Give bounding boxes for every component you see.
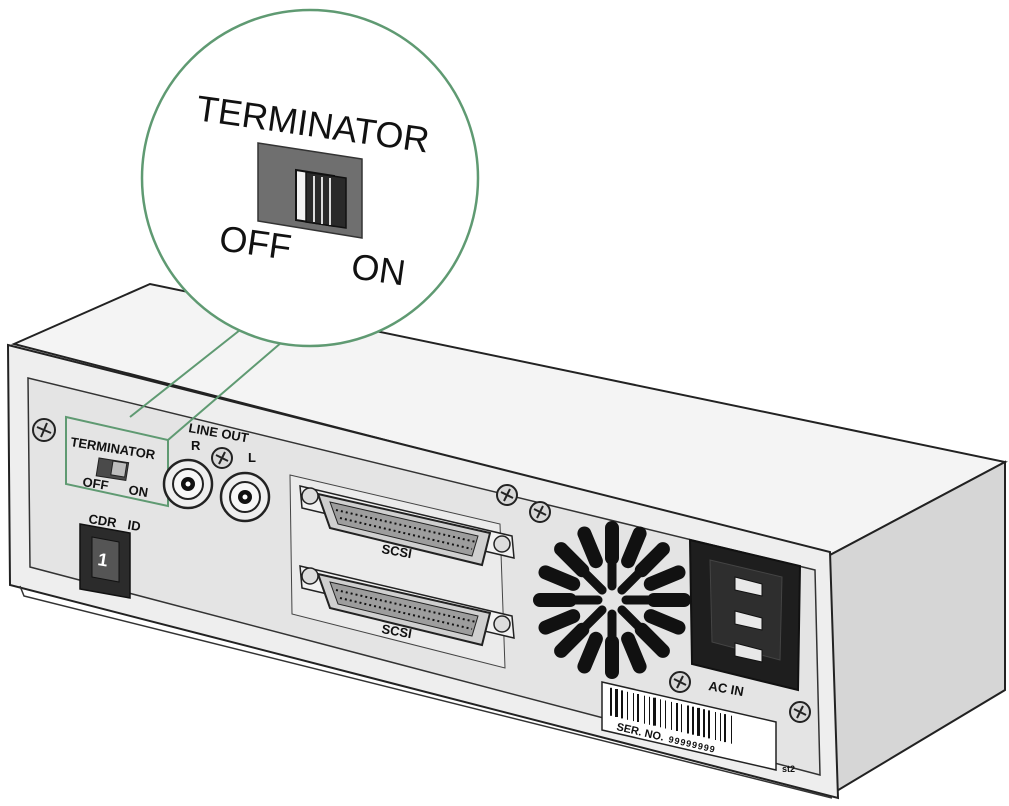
barcode-bar xyxy=(633,693,634,722)
scsi-upper-label: SCSI xyxy=(380,541,412,561)
rca-jack-right[interactable] xyxy=(162,458,214,510)
barcode-bar xyxy=(676,703,678,731)
fan-vent-slot xyxy=(617,570,642,595)
cdr-label: CDR xyxy=(88,511,119,530)
barcode-bar xyxy=(697,707,700,736)
barcode-bar xyxy=(649,696,650,725)
id-switch-window[interactable] xyxy=(91,536,120,583)
fan-vent-slot xyxy=(577,526,603,569)
scsi-connector-upper[interactable] xyxy=(299,485,515,567)
barcode-bar xyxy=(644,695,645,724)
fan-vent-slot xyxy=(643,609,686,635)
fan-vent-slot xyxy=(582,605,607,630)
screw-icon xyxy=(496,484,518,506)
barcode-bar xyxy=(724,714,726,743)
line-out-group: LINE OUT R L xyxy=(162,420,271,523)
fan-vent-slot xyxy=(554,542,590,578)
callout-on-label: ON xyxy=(349,245,408,293)
fan-vent xyxy=(533,521,691,679)
fan-vent-slot xyxy=(617,605,642,630)
screw-icon xyxy=(789,701,811,723)
callout-off-label: OFF xyxy=(217,217,294,268)
screw-icon xyxy=(529,501,551,523)
barcode-bar xyxy=(708,710,710,739)
line-out-right-label: R xyxy=(191,438,201,453)
fan-vent-slot xyxy=(582,570,607,595)
fan-vent-slot xyxy=(634,622,670,658)
barcode-bar xyxy=(660,699,661,728)
terminator-off-label: OFF xyxy=(82,474,110,493)
barcode-bar xyxy=(627,691,628,720)
fan-vent-slot xyxy=(643,565,686,591)
chassis-bottom-lip xyxy=(19,585,833,799)
fan-vent-slot xyxy=(538,609,581,635)
barcode-bar xyxy=(731,715,732,744)
barcode-bar xyxy=(610,687,612,716)
barcode-bar xyxy=(621,690,623,719)
fan-vent-slot xyxy=(621,526,647,569)
fan-vent-slot xyxy=(554,622,590,658)
barcode-bar xyxy=(687,705,689,734)
callout-switch-slider[interactable] xyxy=(295,168,347,229)
callout-source-box xyxy=(65,415,169,508)
screw-icon xyxy=(211,447,233,469)
terminator-callout: TERMINATOR OFF ON xyxy=(129,8,480,441)
fan-vent-slot xyxy=(621,631,647,674)
rca-jack-left[interactable] xyxy=(219,471,271,523)
barcode-bar xyxy=(692,706,694,735)
barcode-bar xyxy=(615,689,618,717)
barcode-bar xyxy=(665,700,666,729)
inlet-prong xyxy=(734,576,763,663)
ac-power-inlet[interactable] xyxy=(688,538,802,692)
fan-vent-slot xyxy=(577,631,603,674)
line-out-left-label: L xyxy=(248,450,256,465)
id-value: 1 xyxy=(96,549,109,570)
terminator-on-label: ON xyxy=(128,482,150,500)
id-label: ID xyxy=(127,517,142,534)
screw-icon xyxy=(32,418,56,442)
fan-vent-slot xyxy=(634,542,670,578)
barcode-bar xyxy=(681,704,682,733)
ac-in-label: AC IN xyxy=(707,678,744,699)
barcode-bar xyxy=(653,697,656,726)
barcode-bar xyxy=(703,709,705,738)
panel-screws xyxy=(32,418,811,723)
scsi-connector-lower[interactable] xyxy=(299,565,515,647)
barcode-bar xyxy=(671,701,672,730)
barcode-bar xyxy=(637,694,639,722)
figure-tag: st2 xyxy=(782,764,795,774)
barcode-bar xyxy=(720,713,721,742)
callout-leader-left xyxy=(129,329,241,418)
serial-barcode xyxy=(610,687,732,744)
callout-leader-right xyxy=(167,341,283,441)
scsi-lower-label: SCSI xyxy=(380,621,412,641)
terminator-switch-slider[interactable] xyxy=(110,460,128,478)
cdr-id-selector: CDR ID 1 xyxy=(79,511,142,599)
fan-vent-slot xyxy=(538,565,581,591)
barcode-bar xyxy=(715,712,716,740)
screw-icon xyxy=(669,671,691,693)
